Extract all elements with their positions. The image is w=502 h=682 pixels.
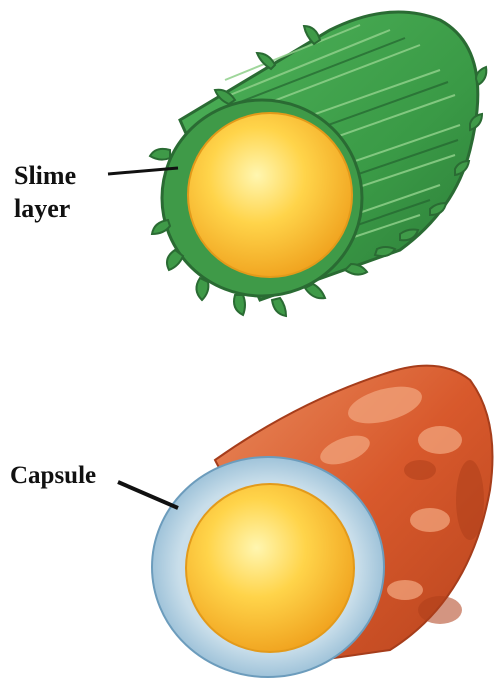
slime-layer-label-line2: layer: [14, 193, 76, 226]
capsule-label: Capsule: [10, 460, 96, 491]
slime-layer-label-line1: Slime: [14, 160, 76, 193]
capsule-label-leader: [118, 482, 178, 508]
capsule-cell-face: [186, 484, 354, 652]
slime-cell-face: [188, 113, 352, 277]
slime-layer-label: Slime layer: [14, 160, 76, 225]
slime-layer-cell: [150, 12, 486, 316]
capsule-cell: [152, 366, 493, 677]
